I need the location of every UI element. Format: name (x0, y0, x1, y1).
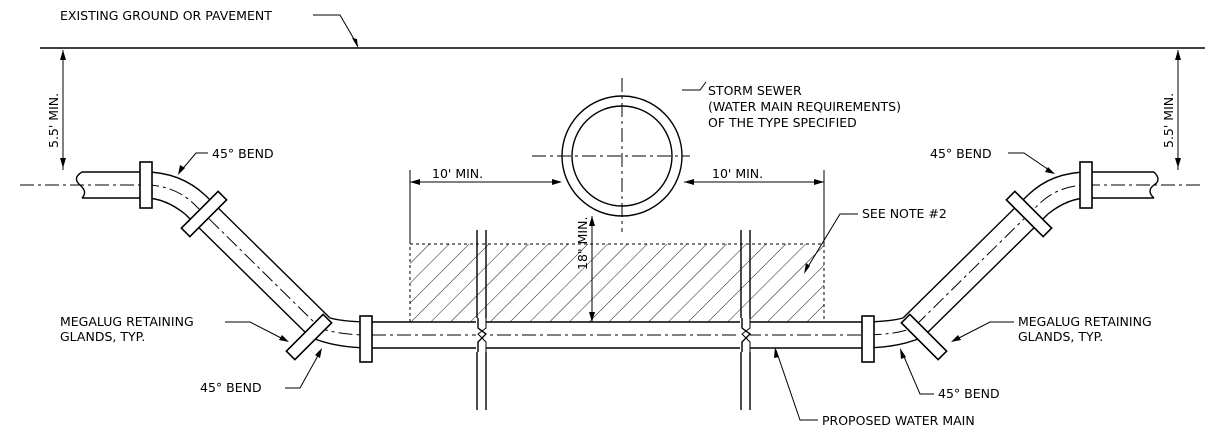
megalug-right-leader (954, 321, 1014, 341)
megalug-left-label-line1: MEGALUG RETAINING (60, 314, 194, 329)
flange-right-4 (861, 315, 875, 363)
min-cover-right-arrow-top (1175, 50, 1181, 60)
min-cover-left-arrow-bottom (60, 158, 66, 168)
crossing-pipe-left (476, 230, 487, 410)
bend-top-right-leader (1008, 152, 1053, 173)
megalug-right-label-line1: MEGALUG RETAINING (1018, 314, 1152, 329)
proposed-water-main-label: PROPOSED WATER MAIN (822, 413, 975, 428)
clearance-left-label: 10' MIN. (432, 166, 483, 181)
bend-bottom-right-arrowhead (900, 348, 906, 359)
flange-left-3 (285, 313, 333, 361)
bend-bottom-left-label: 45° BEND (200, 380, 262, 395)
clearance-left-arrow-b (552, 179, 562, 185)
megalug-left-arrowhead (279, 335, 289, 342)
bend-bottom-right-leader (901, 351, 934, 395)
bend-top-right-arrowhead (1045, 167, 1055, 174)
bend-bottom-right-label: 45° BEND (938, 386, 1000, 401)
flange-left-1 (139, 161, 153, 209)
crossing-pipe-right (740, 230, 751, 410)
bend-top-right-label: 45° BEND (930, 146, 992, 161)
min-cover-right-arrow-bottom (1175, 158, 1181, 168)
megalug-right-arrowhead (951, 335, 961, 342)
storm-sewer-label-line1: STORM SEWER (708, 83, 802, 98)
vertical-clearance-arrow-top (589, 216, 595, 226)
flange-right-3 (900, 313, 948, 361)
vertical-clearance-arrow-bottom (589, 312, 595, 322)
existing-ground-leader (313, 14, 359, 47)
min-cover-right-label: 5.5' MIN. (1161, 93, 1176, 148)
bend-top-left-label: 45° BEND (212, 146, 274, 161)
bend-top-left-leader (179, 152, 208, 173)
existing-ground-label: EXISTING GROUND OR PAVEMENT (60, 8, 272, 23)
clearance-right-arrow-b (814, 179, 824, 185)
storm-sewer-label-line3: OF THE TYPE SPECIFIED (708, 115, 857, 130)
min-cover-left-arrow-top (60, 50, 66, 60)
see-note-leader (805, 213, 858, 271)
existing-ground-arrowhead (352, 38, 358, 48)
min-cover-left-label: 5.5' MIN. (46, 93, 61, 148)
clearance-zone-hatch (410, 244, 824, 322)
proposed-water-main-pipe (372, 318, 862, 352)
storm-sewer-label-line2: (WATER MAIN REQUIREMENTS) (708, 99, 901, 114)
flange-right-1 (1079, 161, 1093, 209)
storm-sewer-pipe (532, 78, 690, 232)
see-note-label: SEE NOTE #2 (862, 206, 947, 221)
vertical-clearance-label: 18" MIN. (575, 217, 590, 270)
flange-left-2 (180, 190, 228, 238)
clearance-left-arrow-a (410, 179, 420, 185)
storm-sewer-leader (682, 81, 707, 91)
flange-left-4 (359, 315, 373, 363)
water-main-leader (775, 349, 818, 421)
bend-top-left-arrowhead (178, 165, 185, 175)
clearance-right-label: 10' MIN. (712, 166, 763, 181)
megalug-right-label-line2: GLANDS, TYP. (1018, 329, 1103, 344)
clearance-right-arrow-a (684, 179, 694, 185)
bend-bottom-left-leader (285, 351, 321, 389)
megalug-left-leader (225, 321, 286, 341)
megalug-left-label-line2: GLANDS, TYP. (60, 329, 145, 344)
water-main-arrowhead (774, 347, 779, 358)
flange-right-2 (1005, 190, 1053, 238)
bend-bottom-left-arrowhead (315, 348, 322, 358)
see-note-arrowhead (804, 263, 810, 274)
